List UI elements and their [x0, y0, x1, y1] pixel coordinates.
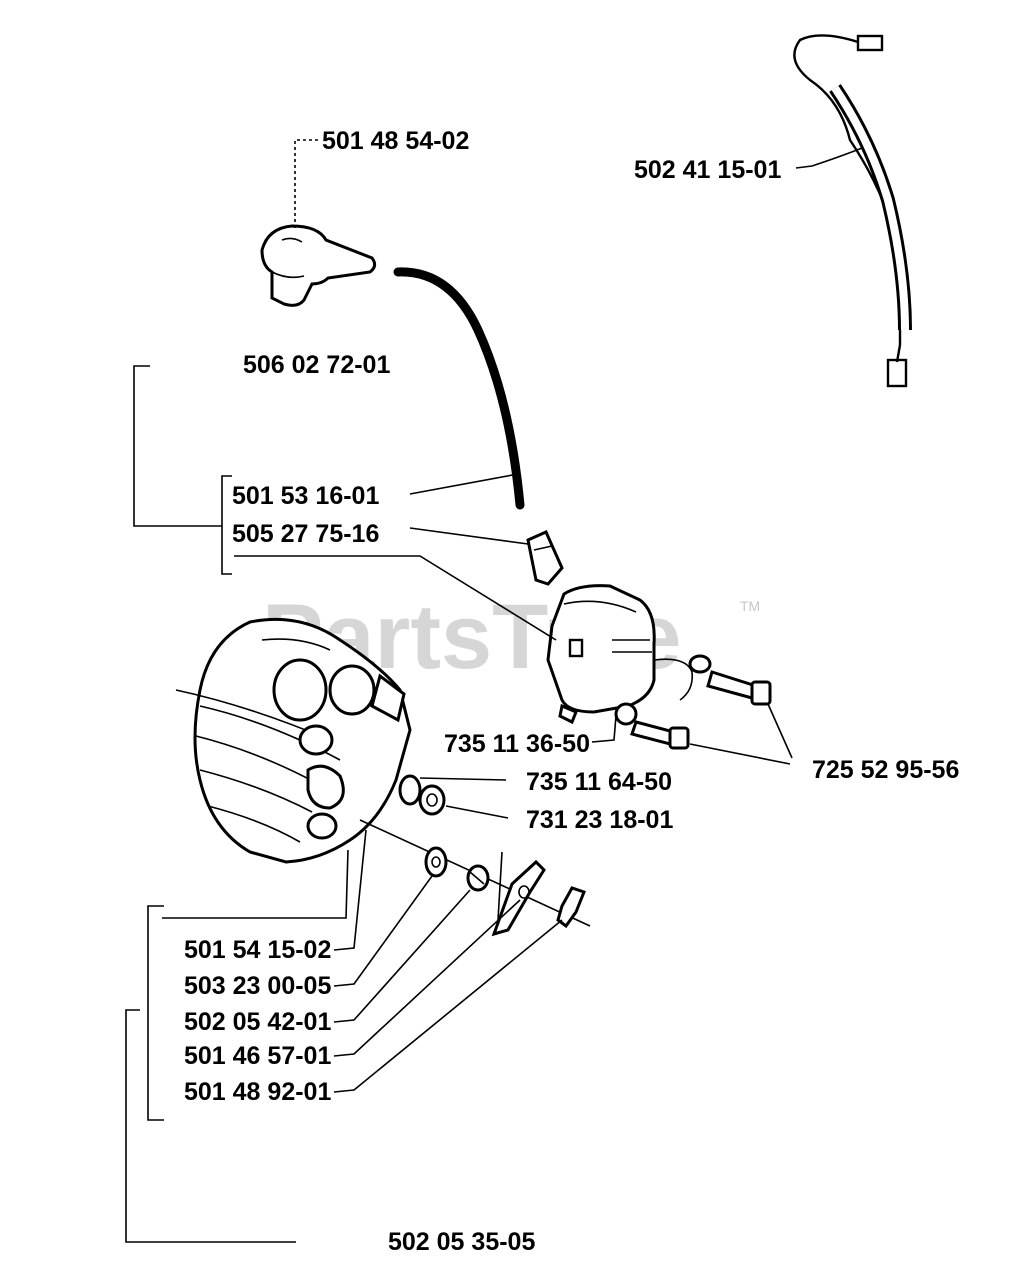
stop-wire-drawing [793, 34, 912, 388]
leader-module-screw [689, 703, 793, 765]
leader-flywheel-washer [333, 875, 433, 987]
leader-washer [419, 777, 507, 781]
bracket-ht-lead [221, 475, 232, 575]
leader-ignition-module [591, 715, 617, 743]
spark-plug-cap-drawing [260, 224, 377, 307]
flywheel-drawing [175, 617, 412, 864]
leader-spring [333, 889, 471, 1023]
label-flywheel[interactable]: 501 54 15-02 [184, 936, 331, 964]
watermark-trademark: TM [740, 598, 760, 614]
leader-spark-plug-cap [294, 139, 318, 228]
label-module-screw[interactable]: 725 52 95-56 [812, 756, 959, 784]
ht-lead-nipple-drawing [526, 530, 564, 586]
ignition-module-drawing [546, 584, 712, 725]
leader-nipple-to-module [234, 555, 557, 641]
label-stop-wire[interactable]: 502 41 15-01 [634, 156, 781, 184]
label-pawl-bolt[interactable]: 501 48 92-01 [184, 1078, 331, 1106]
label-spark-plug-cap[interactable]: 501 48 54-02 [322, 127, 469, 155]
bracket-flywheel-kit [147, 905, 164, 1121]
leader-pawl [333, 899, 521, 1057]
leader-flywheel-top [162, 849, 349, 919]
label-ignition-module-kit[interactable]: 506 02 72-01 [243, 351, 390, 379]
label-ht-lead-nipple[interactable]: 505 27 75-16 [232, 520, 379, 548]
leader-stop-wire [795, 147, 863, 169]
label-flywheel-kit[interactable]: 502 05 35-05 [388, 1228, 535, 1256]
label-pawl[interactable]: 501 46 57-01 [184, 1042, 331, 1070]
label-flywheel-washer[interactable]: 503 23 00-05 [184, 972, 331, 1000]
label-washer[interactable]: 735 11 64-50 [526, 768, 672, 796]
leader-ht-lead-nipple [409, 527, 529, 545]
bracket-outer-kit [125, 1009, 296, 1243]
pawl-assembly-drawing [424, 846, 586, 937]
label-spring[interactable]: 502 05 42-01 [184, 1008, 331, 1036]
ht-lead-drawing [393, 267, 525, 510]
leader-flywheel [333, 829, 367, 951]
bracket-ignition-kit [133, 365, 222, 527]
label-ignition-module[interactable]: 735 11 36-50 [444, 730, 590, 758]
label-ht-lead[interactable]: 501 53 16-01 [232, 482, 379, 510]
leader-ht-lead [409, 473, 519, 495]
module-screws-drawing [614, 670, 772, 750]
label-nut[interactable]: 731 23 18-01 [526, 806, 673, 834]
leader-pawl-bolt [333, 919, 563, 1093]
leader-nut [445, 805, 509, 819]
washer-nut-drawing [398, 774, 446, 816]
